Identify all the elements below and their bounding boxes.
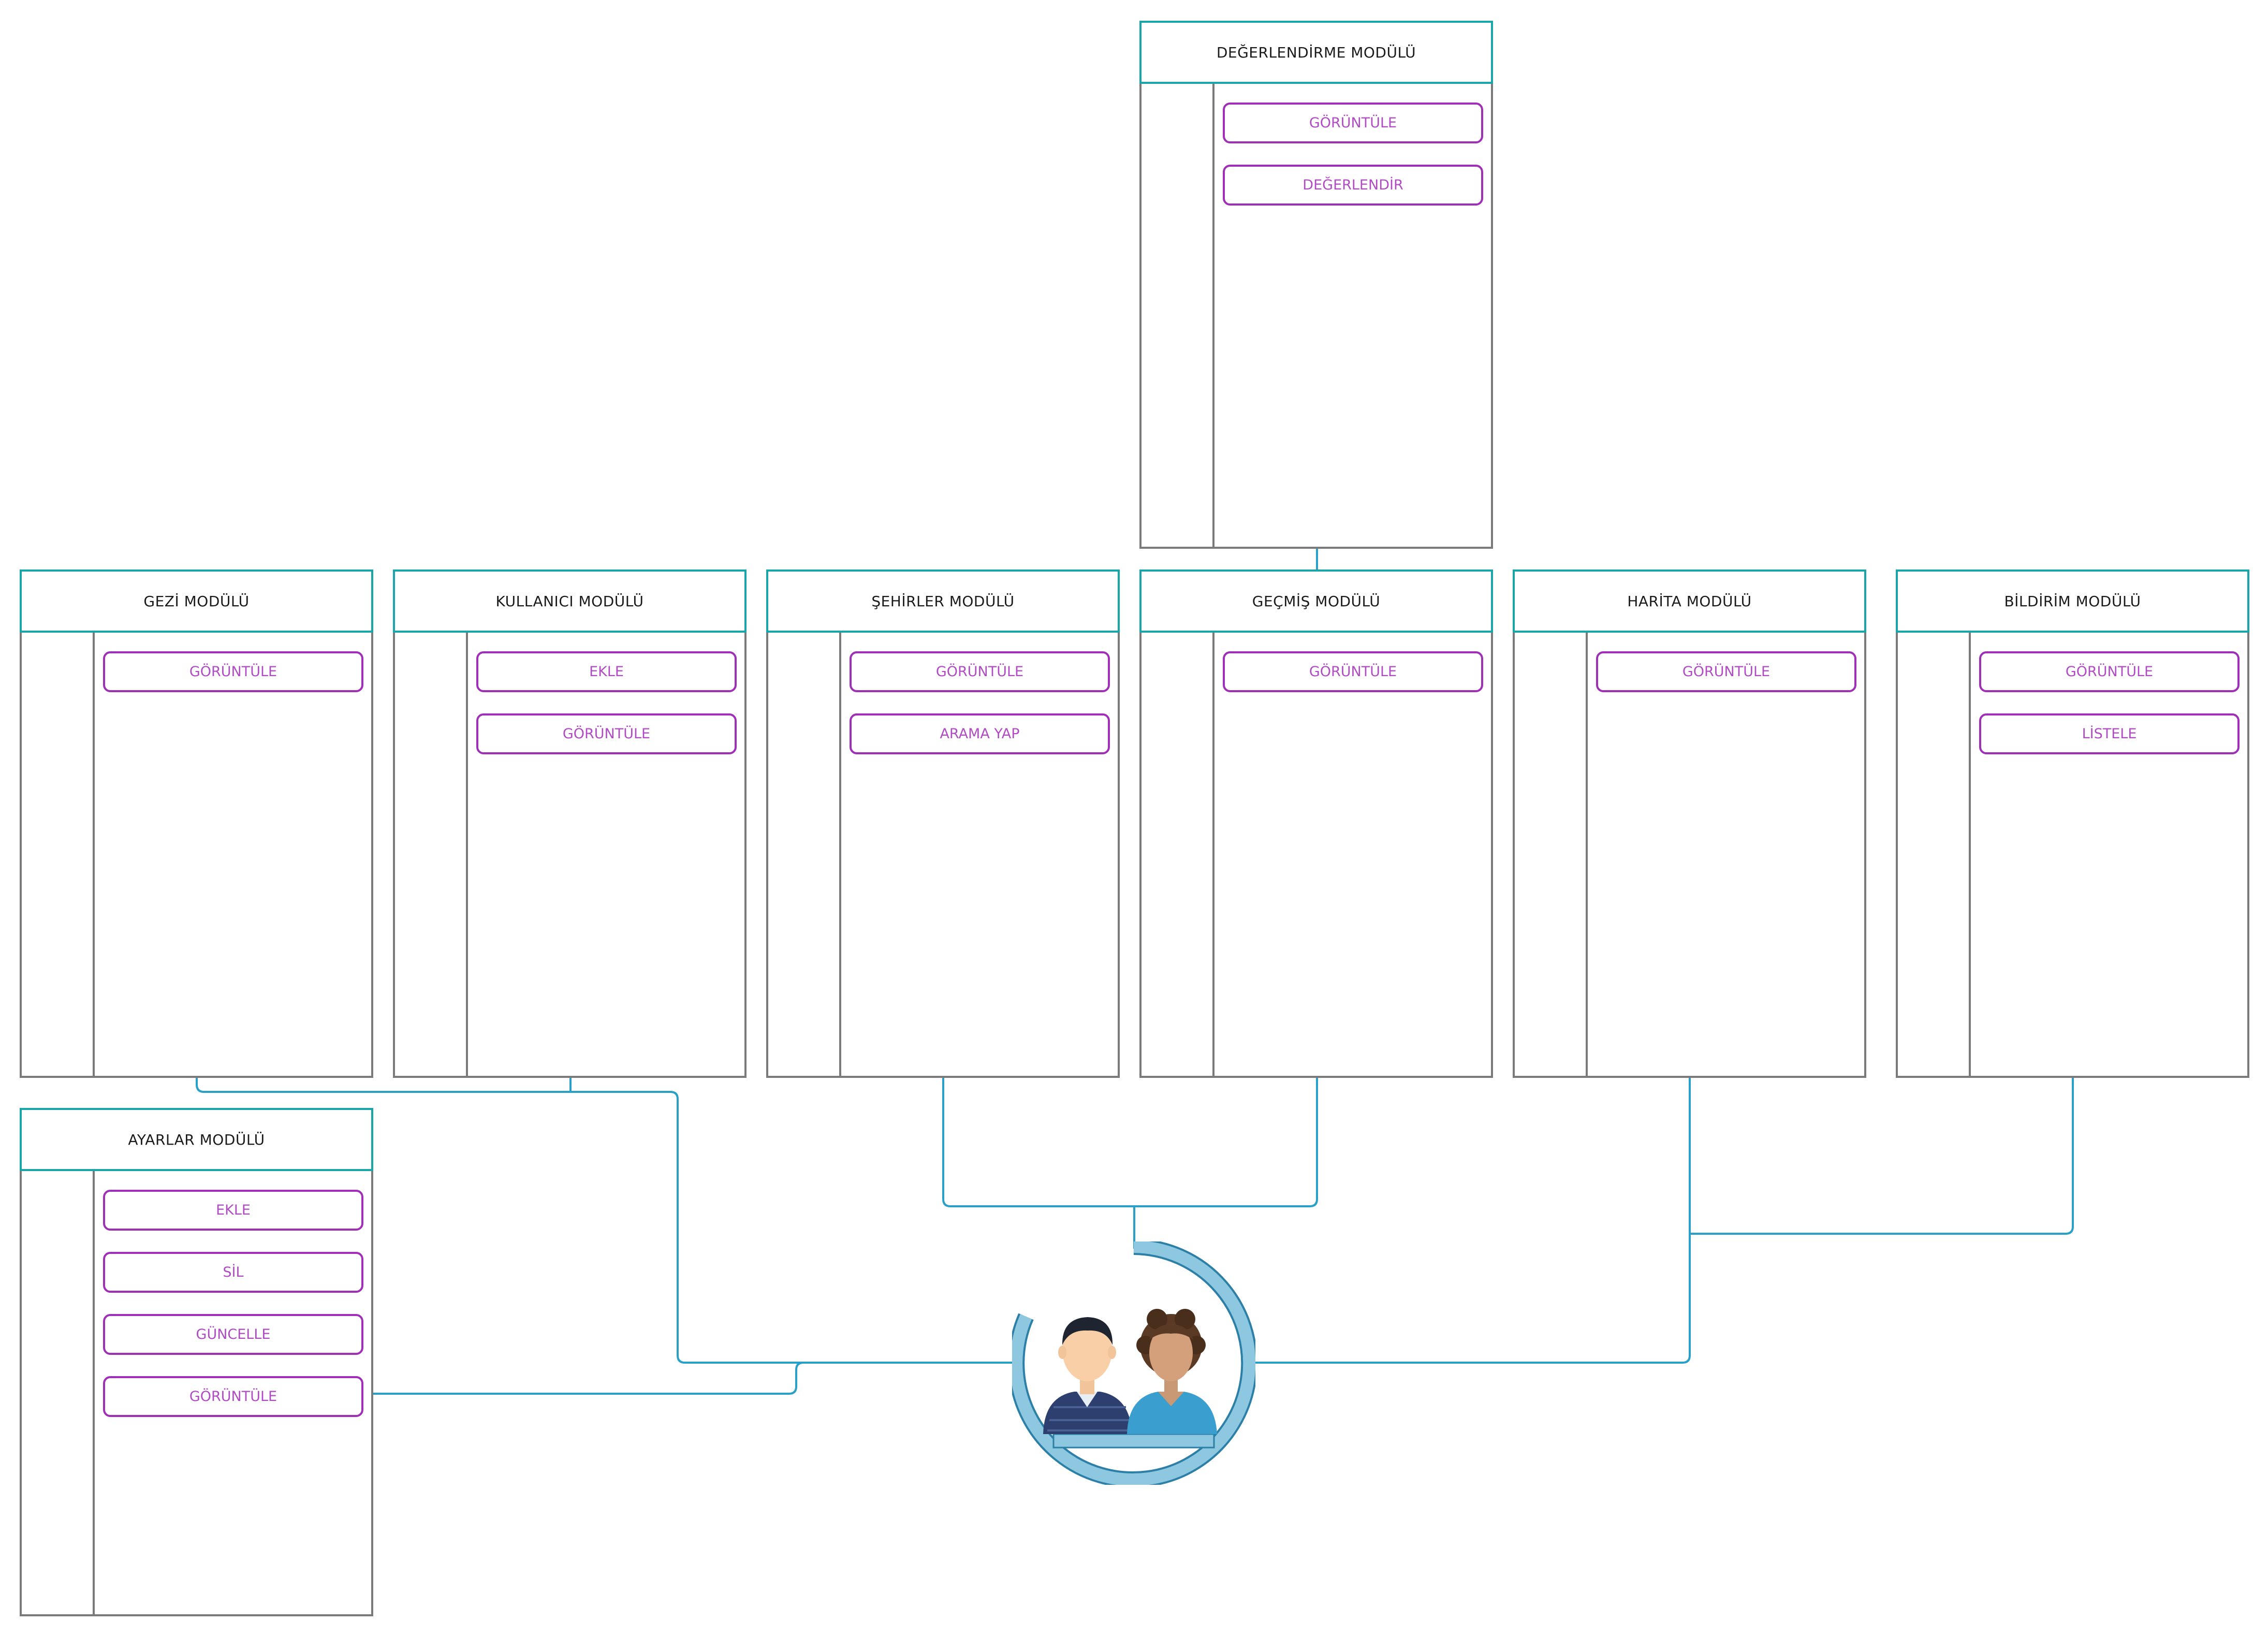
action-goruntule-button[interactable]: GÖRÜNTÜLE (476, 713, 737, 754)
module-title: GEZİ MODÜLÜ (20, 569, 373, 633)
module-bildirim: BİLDİRİM MODÜLÜ GÖRÜNTÜLE LİSTELE (1896, 569, 2249, 1078)
module-divider (466, 633, 468, 1076)
action-goruntule-button[interactable]: GÖRÜNTÜLE (850, 651, 1110, 692)
module-title: BİLDİRİM MODÜLÜ (1896, 569, 2249, 633)
module-divider (93, 633, 95, 1076)
module-divider (1212, 633, 1215, 1076)
module-divider (93, 1171, 95, 1614)
module-title: GEÇMİŞ MODÜLÜ (1139, 569, 1493, 633)
module-gezi: GEZİ MODÜLÜ GÖRÜNTÜLE (20, 569, 373, 1078)
module-divider (1586, 633, 1588, 1076)
module-harita: HARİTA MODÜLÜ GÖRÜNTÜLE (1513, 569, 1866, 1078)
module-title: DEĞERLENDİRME MODÜLÜ (1139, 21, 1493, 84)
module-degerlendirme: DEĞERLENDİRME MODÜLÜ GÖRÜNTÜLE DEĞERLEND… (1139, 21, 1493, 549)
module-divider (1969, 633, 1971, 1076)
action-sil-button[interactable]: SİL (103, 1252, 363, 1293)
action-goruntule-button[interactable]: GÖRÜNTÜLE (103, 651, 363, 692)
module-title: KULLANICI MODÜLÜ (393, 569, 747, 633)
action-guncelle-button[interactable]: GÜNCELLE (103, 1314, 363, 1355)
module-kullanici: KULLANICI MODÜLÜ EKLE GÖRÜNTÜLE (393, 569, 747, 1078)
action-goruntule-button[interactable]: GÖRÜNTÜLE (1596, 651, 1856, 692)
action-arama-yap-button[interactable]: ARAMA YAP (850, 713, 1110, 754)
module-title: AYARLAR MODÜLÜ (20, 1108, 373, 1171)
action-listele-button[interactable]: LİSTELE (1979, 713, 2240, 754)
module-ayarlar: AYARLAR MODÜLÜ EKLE SİL GÜNCELLE GÖRÜNTÜ… (20, 1108, 373, 1616)
connector-bildirim (1690, 1078, 2074, 1235)
module-divider (839, 633, 841, 1076)
action-goruntule-button[interactable]: GÖRÜNTÜLE (1979, 651, 2240, 692)
module-sehirler: ŞEHİRLER MODÜLÜ GÖRÜNTÜLE ARAMA YAP (766, 569, 1120, 1078)
module-title: HARİTA MODÜLÜ (1513, 569, 1866, 633)
action-ekle-button[interactable]: EKLE (103, 1190, 363, 1231)
man-figure (1043, 1317, 1132, 1434)
connector-harita (1253, 1078, 1691, 1364)
action-goruntule-button[interactable]: GÖRÜNTÜLE (1223, 651, 1483, 692)
connector-ayarlar (373, 1362, 804, 1395)
action-degerlendir-button[interactable]: DEĞERLENDİR (1223, 165, 1483, 206)
action-ekle-button[interactable]: EKLE (476, 651, 737, 692)
connector-gezi (196, 1078, 1016, 1364)
woman-figure (1127, 1309, 1217, 1434)
users-icon[interactable] (1012, 1241, 1255, 1485)
module-divider (1212, 84, 1215, 547)
connector-sehirler-gecmis (942, 1078, 1318, 1207)
action-goruntule-button[interactable]: GÖRÜNTÜLE (103, 1376, 363, 1417)
module-gecmis: GEÇMİŞ MODÜLÜ GÖRÜNTÜLE (1139, 569, 1493, 1078)
module-title: ŞEHİRLER MODÜLÜ (766, 569, 1120, 633)
action-goruntule-button[interactable]: GÖRÜNTÜLE (1223, 103, 1483, 143)
